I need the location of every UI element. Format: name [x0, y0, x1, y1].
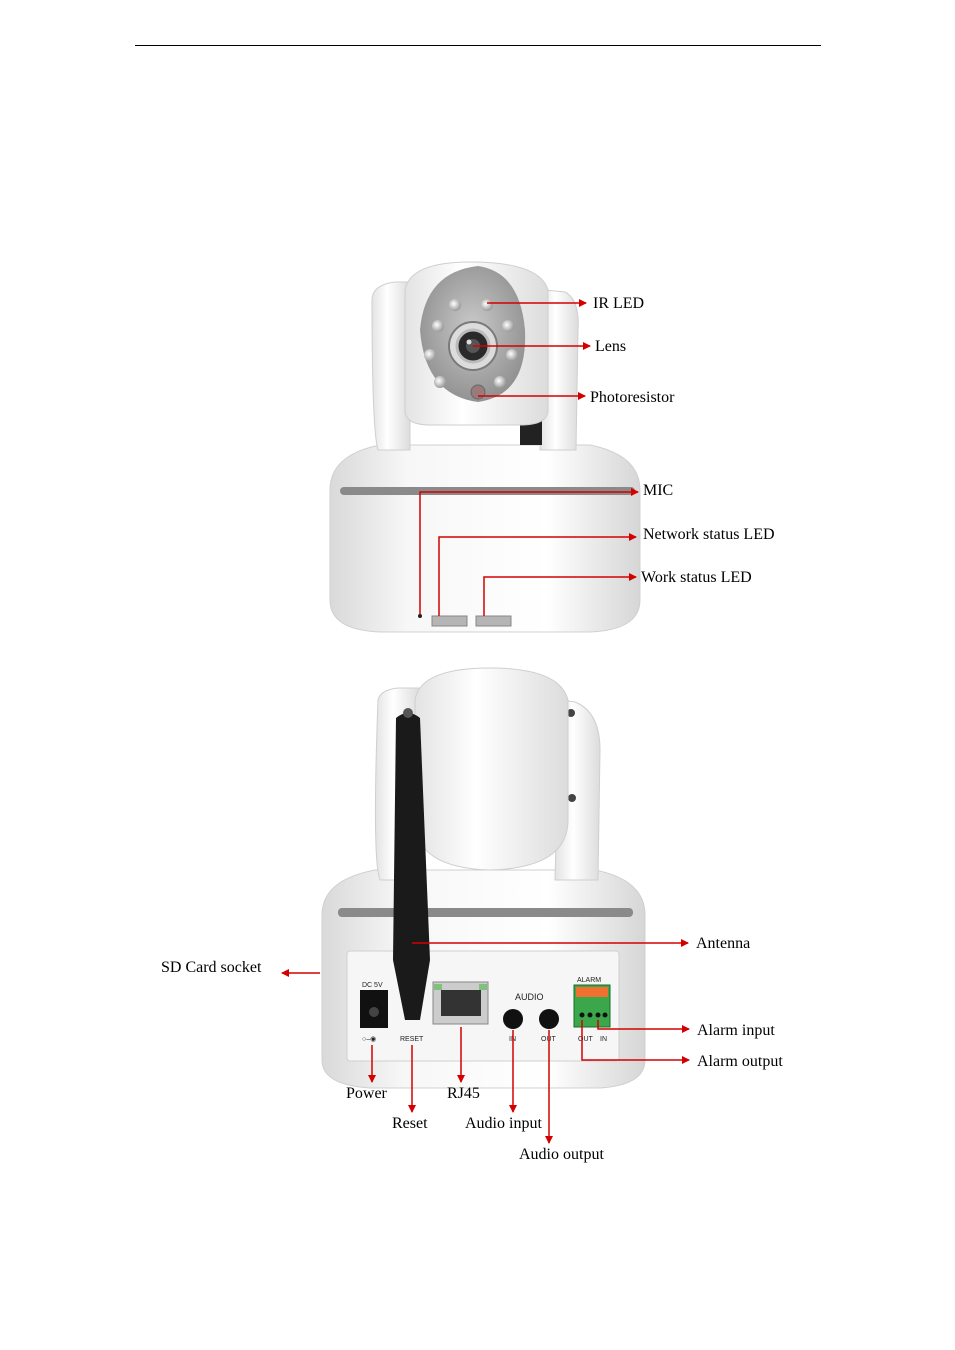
photoresistor	[471, 385, 485, 399]
trim-ring	[340, 487, 635, 495]
label-alarm-output: Alarm output	[697, 1053, 783, 1070]
camera-back-view: DC 5V ○‒◉ RESET AUDIO IN OUT ALARM OUT I…	[161, 668, 783, 1163]
label-audio-output: Audio output	[519, 1146, 604, 1163]
label-power: Power	[346, 1085, 388, 1102]
audio-out-jack	[539, 1009, 559, 1029]
label-work-status-led: Work status LED	[641, 569, 752, 586]
label-network-status-led: Network status LED	[643, 526, 775, 543]
panel-alarm-label: ALARM	[577, 977, 601, 984]
panel-dc-label: DC 5V	[362, 982, 383, 989]
power-symbol: ○‒◉	[362, 1036, 376, 1043]
panel-alarm-out-label: OUT	[578, 1036, 594, 1043]
panel-audio-label: AUDIO	[515, 992, 544, 1002]
label-reset: Reset	[392, 1115, 428, 1132]
label-photoresistor: Photoresistor	[590, 389, 675, 406]
audio-in-jack	[503, 1009, 523, 1029]
label-alarm-input: Alarm input	[697, 1022, 775, 1039]
panel-reset-label: RESET	[400, 1036, 424, 1043]
panel-alarm-in-label: IN	[600, 1036, 607, 1043]
label-ir-led: IR LED	[593, 295, 644, 312]
label-lens: Lens	[595, 338, 626, 355]
label-rj45: RJ45	[447, 1085, 480, 1102]
label-antenna: Antenna	[696, 935, 750, 952]
work-led-window	[476, 616, 511, 626]
network-led-window	[432, 616, 467, 626]
label-audio-input: Audio input	[465, 1115, 542, 1132]
label-sd-card-socket: SD Card socket	[161, 959, 262, 976]
mic-hole	[418, 614, 422, 618]
camera-front-view: IR LED Lens Photoresistor MIC Network st…	[330, 262, 775, 632]
label-mic: MIC	[643, 482, 673, 499]
